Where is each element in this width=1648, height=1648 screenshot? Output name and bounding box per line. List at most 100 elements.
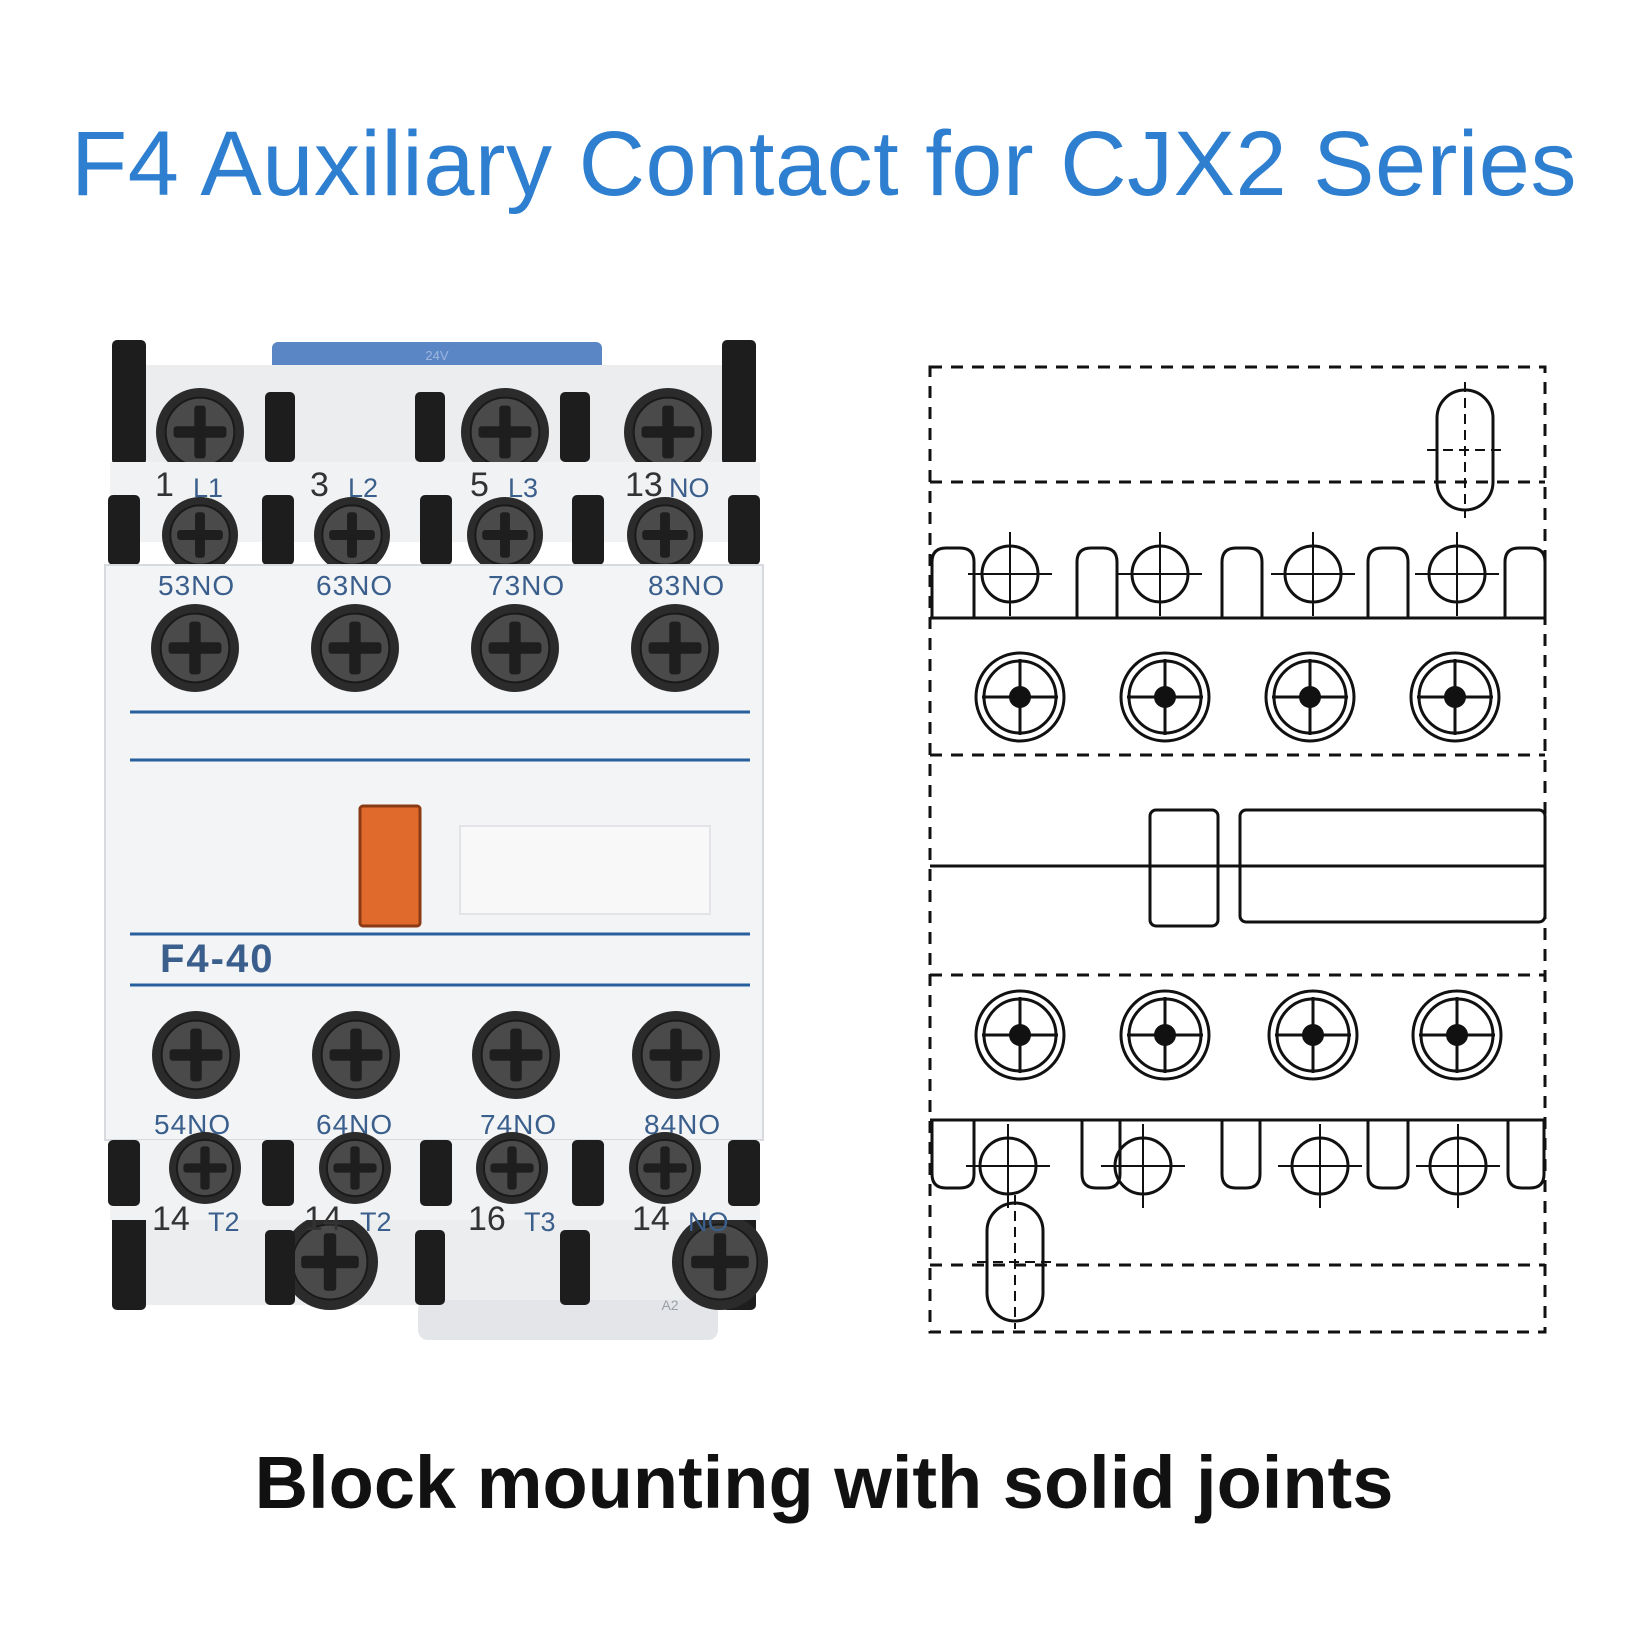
strip-clip-bottom-2	[262, 1140, 294, 1206]
top-tab-2	[1075, 546, 1119, 618]
upper-contact-label-4: 83NO	[648, 570, 725, 601]
strip-clip-bottom-1	[108, 1140, 140, 1206]
strip-clip-top-2	[262, 495, 294, 565]
clip-left-bottom	[112, 1195, 146, 1310]
upper-contact-label-3: 73NO	[488, 570, 565, 601]
strip-clip-top-4	[572, 495, 604, 565]
lower-terminal-1	[974, 989, 1066, 1081]
model-label: F4-40	[160, 937, 275, 981]
svg-text:1: 1	[155, 466, 174, 504]
svg-text:14: 14	[632, 1200, 670, 1238]
bottom-terminal-label-4: 14 NO	[632, 1200, 729, 1238]
bottom-cross-2	[1101, 1124, 1185, 1208]
top-cross-4	[1415, 532, 1499, 616]
upper-terminal-3	[1264, 651, 1356, 743]
divider-bottom-3	[560, 1230, 590, 1305]
strip-clip-top-3	[420, 495, 452, 565]
bottom-strip-screw-4	[629, 1132, 701, 1204]
top-strip-screw-3	[467, 497, 543, 573]
top-cross-3	[1271, 532, 1355, 616]
page-title: F4 Auxiliary Contact for CJX2 Series	[71, 113, 1577, 215]
top-cross-2	[1118, 532, 1202, 616]
bottom-strip-screw-1	[169, 1132, 241, 1204]
svg-text:NO: NO	[688, 1207, 729, 1237]
bottom-tab-4	[1366, 1120, 1410, 1190]
upper-contact-screw-4	[631, 604, 719, 692]
bottom-tab-5	[1506, 1120, 1546, 1190]
divider-top-2	[415, 392, 445, 462]
svg-text:5: 5	[470, 466, 489, 504]
upper-contact-label-1: 53NO	[158, 570, 235, 601]
bottom-terminal-label-3: 16 T3	[468, 1200, 556, 1238]
label-outline	[1238, 808, 1547, 924]
top-mounting-slot	[1427, 382, 1503, 518]
technical-drawing	[928, 365, 1547, 1334]
strip-clip-top-1	[108, 495, 140, 565]
svg-text:T3: T3	[524, 1207, 556, 1237]
upper-terminal-4	[1409, 651, 1501, 743]
strip-clip-bottom-5	[728, 1140, 760, 1206]
bottom-terminal-label-2: 14 T2	[304, 1200, 392, 1238]
top-strip-screw-2	[314, 497, 390, 573]
divider-top-3	[560, 392, 590, 462]
top-strip-screw-4	[627, 497, 703, 573]
top-cross-1	[968, 532, 1052, 616]
bottom-mounting-slot	[977, 1195, 1053, 1329]
bottom-tab-1	[930, 1120, 976, 1190]
status-indicator	[358, 804, 422, 928]
bottom-cross-4	[1416, 1124, 1500, 1208]
divider-bottom-2	[415, 1230, 445, 1305]
strip-clip-top-5	[728, 495, 760, 565]
top-strip-screw-1	[162, 497, 238, 573]
divider-top-1	[265, 392, 295, 462]
coil-voltage-label: 24V	[425, 348, 448, 363]
lower-contact-screw-1	[152, 1011, 240, 1099]
svg-text:14: 14	[304, 1200, 342, 1238]
bottom-tab-2	[1080, 1120, 1122, 1190]
lower-terminal-2	[1119, 989, 1211, 1081]
upper-terminal-1	[974, 651, 1066, 743]
top-tab-1	[930, 546, 976, 618]
svg-text:NO: NO	[669, 473, 710, 503]
divider-bottom-1	[265, 1230, 295, 1305]
strip-clip-bottom-4	[572, 1140, 604, 1206]
bottom-tab-3	[1220, 1120, 1262, 1190]
lower-contact-screw-4	[632, 1011, 720, 1099]
coil-terminal-mark: A2	[661, 1297, 678, 1313]
clip-left-top	[112, 340, 146, 465]
upper-contact-label-2: 63NO	[316, 570, 393, 601]
top-tab-3	[1220, 546, 1264, 618]
bottom-cross-3	[1278, 1124, 1362, 1208]
main-bottom-screw-2	[672, 1214, 768, 1310]
lower-terminal-4	[1411, 989, 1503, 1081]
bottom-strip-screw-2	[319, 1132, 391, 1204]
upper-contact-screw-3	[471, 604, 559, 692]
caption: Block mounting with solid joints	[254, 1441, 1394, 1524]
base-foot	[418, 1300, 718, 1340]
contactor-photo: 24V50/60HzA21L13L25L313NO53NO63NO73NO83N…	[104, 340, 768, 1340]
strip-clip-bottom-3	[420, 1140, 452, 1206]
upper-terminal-2	[1119, 651, 1211, 743]
lower-contact-screw-3	[472, 1011, 560, 1099]
svg-text:T2: T2	[360, 1207, 392, 1237]
svg-text:T2: T2	[208, 1207, 240, 1237]
svg-text:14: 14	[152, 1200, 190, 1238]
upper-contact-screw-1	[151, 604, 239, 692]
top-tab-4	[1366, 546, 1410, 618]
svg-text:16: 16	[468, 1200, 506, 1238]
lower-contact-screw-2	[312, 1011, 400, 1099]
svg-text:3: 3	[310, 466, 329, 504]
top-tab-5	[1503, 546, 1547, 618]
svg-text:13: 13	[625, 466, 663, 504]
label-plate	[459, 825, 711, 915]
bottom-terminal-label-1: 14 T2	[152, 1200, 240, 1238]
main-top-screw-2	[461, 388, 549, 476]
upper-contact-screw-2	[311, 604, 399, 692]
bottom-strip-screw-3	[476, 1132, 548, 1204]
clip-right-top	[722, 340, 756, 465]
indicator-outline	[1148, 808, 1220, 928]
bottom-cross-1	[966, 1124, 1050, 1208]
